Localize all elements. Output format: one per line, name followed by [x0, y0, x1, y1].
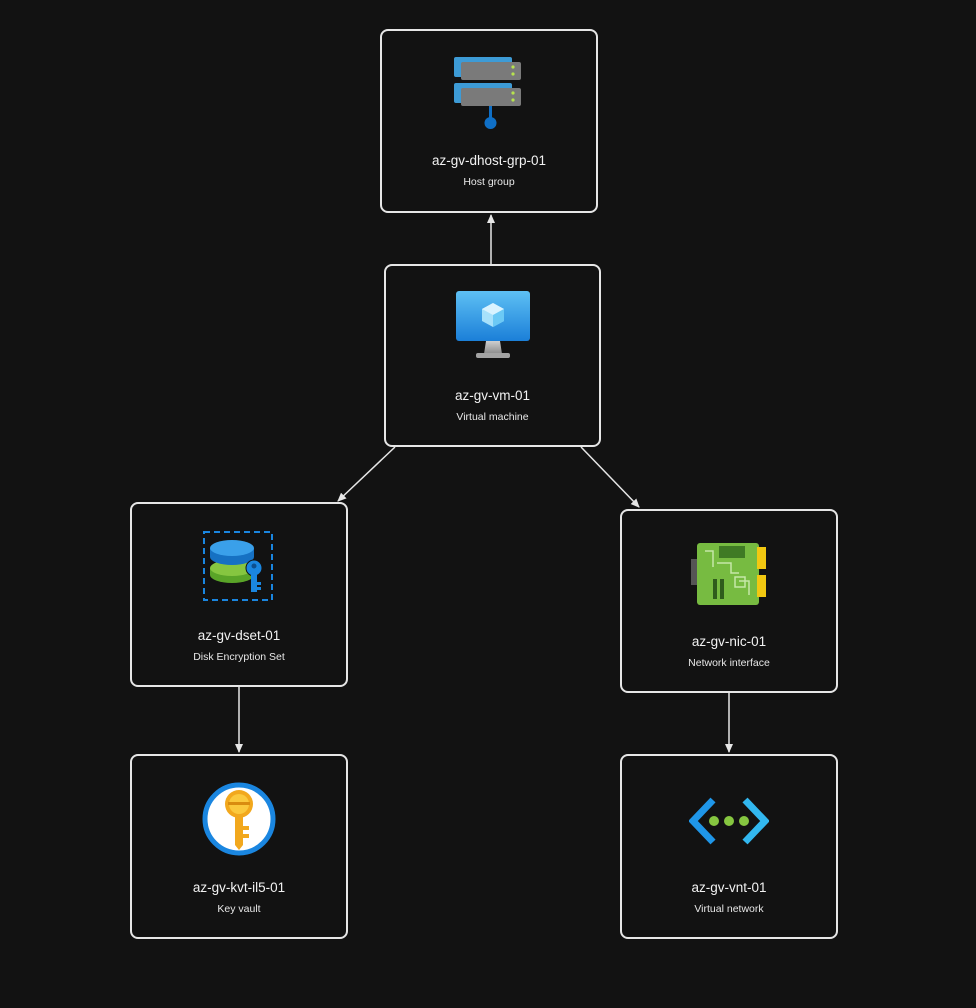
- node-name: az-gv-dhost-grp-01: [431, 153, 547, 168]
- node-disk-encryption-set[interactable]: az-gv-dset-01 Disk Encryption Set: [130, 502, 348, 687]
- host-group-icon: [454, 57, 521, 129]
- node-type: Virtual network: [694, 903, 764, 915]
- key-vault-icon: [202, 782, 276, 856]
- node-virtual-network[interactable]: az-gv-vnt-01 Virtual network: [620, 754, 838, 939]
- node-name: az-gv-vnt-01: [691, 880, 767, 895]
- virtual-network-icon: [689, 797, 769, 845]
- node-name: az-gv-kvt-il5-01: [192, 880, 286, 895]
- virtual-machine-icon: [455, 291, 530, 358]
- edge-vm-to-disk-encryption-set: [337, 446, 396, 502]
- node-virtual-machine[interactable]: az-gv-vm-01 Virtual machine: [384, 264, 601, 447]
- node-name: az-gv-dset-01: [197, 628, 281, 643]
- network-interface-icon: [691, 543, 766, 605]
- node-name: az-gv-nic-01: [691, 634, 767, 649]
- edge-vm-to-nic: [580, 446, 640, 508]
- node-type: Virtual machine: [456, 411, 529, 423]
- node-name: az-gv-vm-01: [454, 388, 530, 403]
- disk-encryption-set-icon: [203, 531, 273, 601]
- node-network-interface[interactable]: az-gv-nic-01 Network interface: [620, 509, 838, 693]
- node-key-vault[interactable]: az-gv-kvt-il5-01 Key vault: [130, 754, 348, 939]
- node-type: Key vault: [217, 903, 261, 915]
- node-type: Disk Encryption Set: [193, 651, 285, 663]
- node-host-group[interactable]: az-gv-dhost-grp-01 Host group: [380, 29, 598, 213]
- node-type: Network interface: [688, 657, 770, 669]
- node-type: Host group: [463, 176, 515, 188]
